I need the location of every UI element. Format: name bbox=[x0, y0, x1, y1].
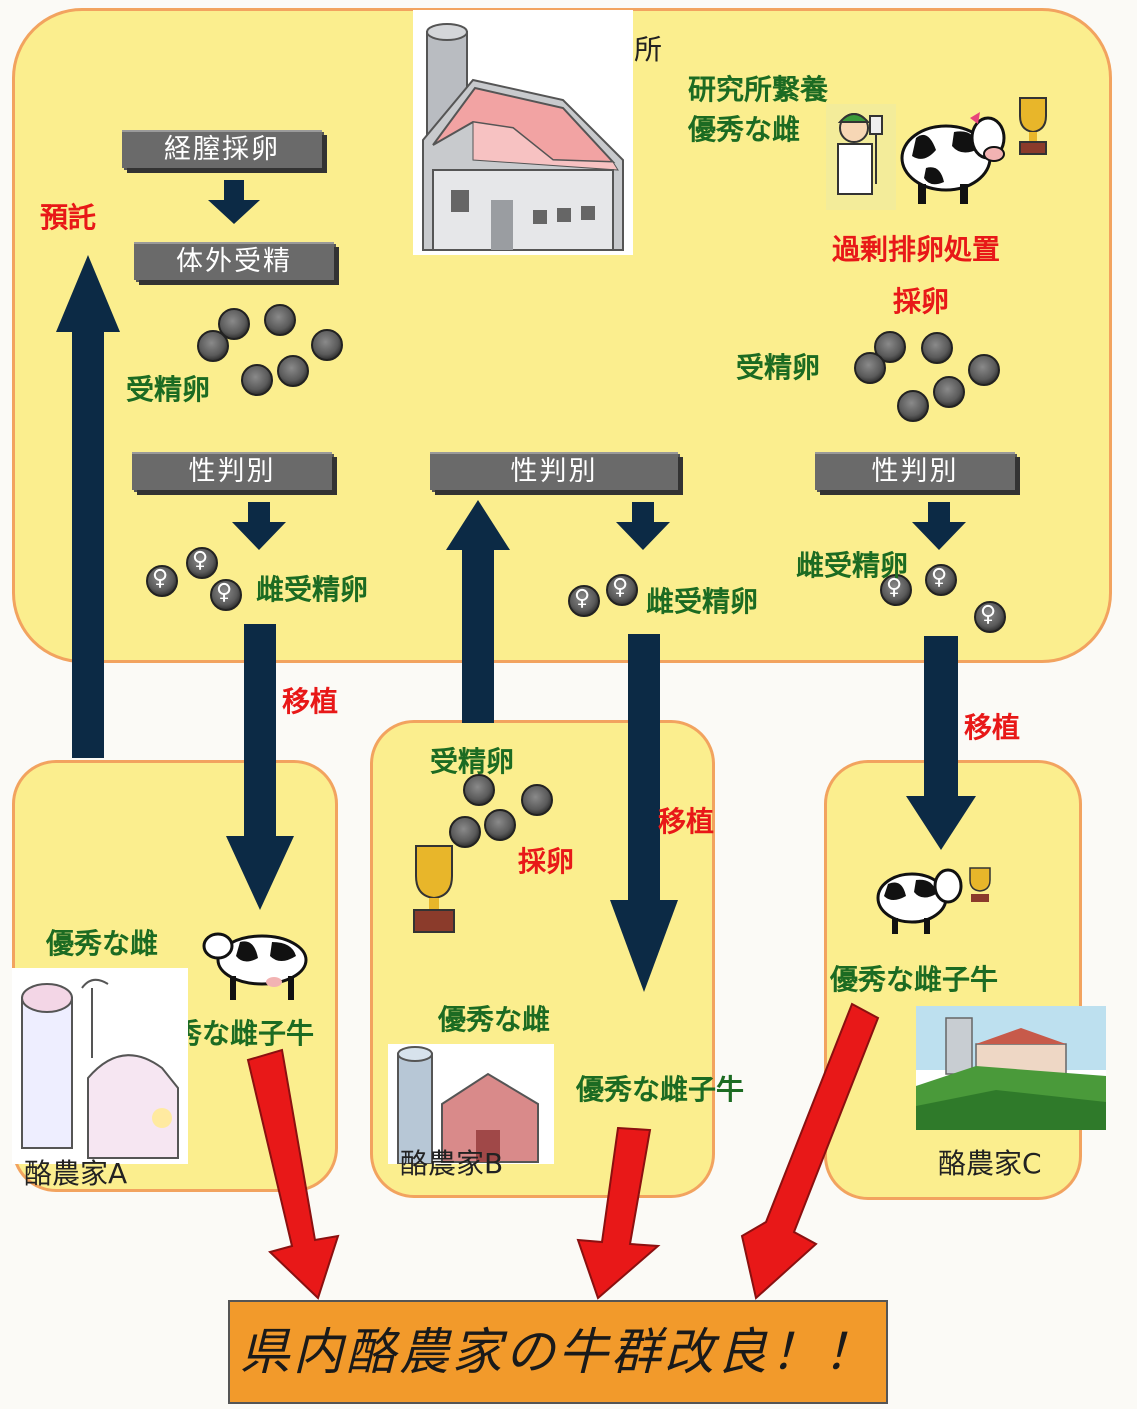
institute-title-fragment: 所 bbox=[634, 33, 663, 66]
farm-b-illustration bbox=[388, 1044, 554, 1165]
farm-b-cow-label: 優秀な雌 bbox=[438, 1003, 551, 1036]
female-embryos bbox=[146, 547, 1006, 633]
female-embryo-label-a: 雌受精卵 bbox=[256, 573, 369, 606]
farm-b-name: 酪農家B bbox=[400, 1147, 504, 1180]
farm-b-up-arrow-shaft bbox=[462, 548, 494, 723]
deposit-label: 預託 bbox=[40, 201, 97, 234]
farm-b-trophy-icon bbox=[402, 836, 466, 940]
transplant-arrow-c-head bbox=[906, 796, 976, 850]
ivf-step: 体外受精 bbox=[134, 242, 334, 280]
female-embryo-label-b: 雌受精卵 bbox=[646, 585, 759, 618]
transplant-arrow-b-shaft bbox=[628, 634, 660, 904]
fertilized-label-a: 受精卵 bbox=[126, 373, 211, 406]
farm-a-cow-icon bbox=[200, 922, 316, 1006]
red-arrow-a bbox=[246, 1048, 340, 1300]
female-symbol-1: ♀ bbox=[152, 566, 169, 591]
embryos-ivf bbox=[197, 304, 343, 396]
embryos-superovulation bbox=[854, 331, 1000, 422]
researcher-illustration bbox=[826, 104, 896, 210]
transplant-label-c: 移植 bbox=[964, 711, 1021, 744]
deposit-arrow-shaft bbox=[72, 330, 104, 758]
farm-a-name: 酪農家A bbox=[24, 1157, 128, 1190]
collect-label-b: 採卵 bbox=[518, 845, 575, 878]
female-symbol-6: ♀ bbox=[931, 565, 948, 590]
sexing-step-b: 性判別 bbox=[430, 452, 678, 490]
red-arrow-b bbox=[576, 1126, 661, 1300]
trophy-icon bbox=[1010, 92, 1056, 160]
fertilized-label-c: 受精卵 bbox=[736, 351, 821, 384]
ovum-pickup-step: 経膣採卵 bbox=[122, 130, 322, 168]
red-arrow-c bbox=[740, 1002, 880, 1300]
female-symbol-7: ♀ bbox=[886, 575, 903, 600]
female-symbol-8: ♀ bbox=[980, 602, 997, 627]
transplant-arrow-b-head bbox=[610, 900, 678, 992]
deposit-arrow-head bbox=[56, 255, 120, 332]
farm-b-up-arrow-head bbox=[446, 500, 510, 550]
transplant-label-b: 移植 bbox=[658, 805, 715, 838]
superovulation-label: 過剰排卵処置 bbox=[832, 233, 1001, 266]
institute-cow-label: 研究所繋養 優秀な雌 bbox=[688, 73, 829, 146]
female-symbol-3: ♀ bbox=[216, 580, 233, 605]
female-embryo-label-c: 雌受精卵 bbox=[796, 549, 909, 582]
farm-c-illustration bbox=[916, 1006, 1106, 1130]
fertilized-label-b: 受精卵 bbox=[430, 745, 515, 778]
transplant-arrow-a-shaft bbox=[244, 624, 276, 840]
farm-c-trophy-icon bbox=[966, 864, 994, 908]
transplant-label-a: 移植 bbox=[282, 685, 339, 718]
herd-improvement-banner: 県内酪農家の牛群改良！！ bbox=[228, 1300, 888, 1404]
female-symbol-5: ♀ bbox=[612, 575, 629, 600]
sexing-step-c: 性判別 bbox=[815, 452, 1015, 490]
embryos-farm-b bbox=[449, 774, 553, 848]
female-symbol-4: ♀ bbox=[574, 586, 591, 611]
farm-c-calf-label: 優秀な雌子牛 bbox=[830, 963, 999, 996]
institute-cow-icon bbox=[896, 98, 1012, 212]
transplant-arrow-a-head bbox=[226, 836, 294, 910]
sexing-step-a: 性判別 bbox=[132, 452, 332, 490]
farm-c-name: 酪農家C bbox=[938, 1147, 1042, 1180]
farm-c-cow-icon bbox=[872, 860, 968, 940]
barn-illustration bbox=[413, 10, 633, 255]
collect-top-label: 採卵 bbox=[893, 285, 950, 318]
farm-a-cow-label: 優秀な雌 bbox=[46, 927, 159, 960]
farm-b-calf-label: 優秀な雌子牛 bbox=[576, 1073, 745, 1106]
female-symbol-2: ♀ bbox=[192, 548, 209, 573]
transplant-arrow-c-shaft bbox=[924, 636, 958, 800]
farm-a-illustration bbox=[12, 968, 188, 1164]
